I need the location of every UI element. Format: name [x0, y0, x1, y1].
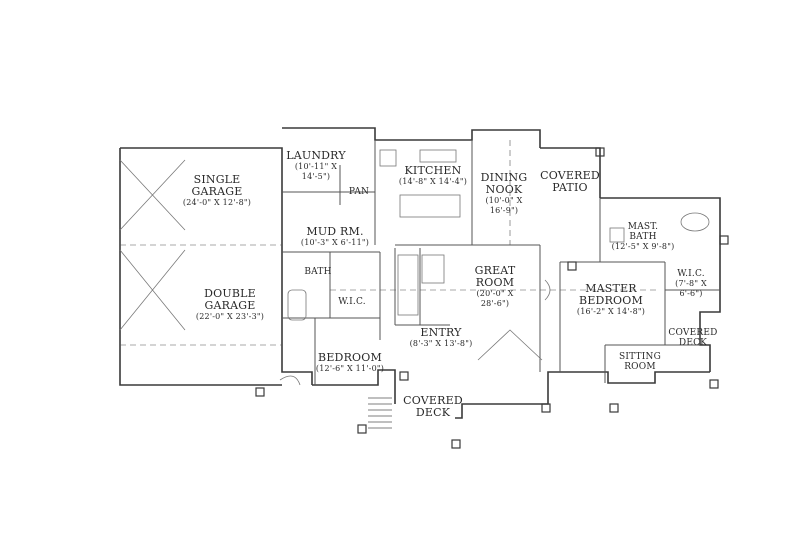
master-bath-label: MAST. BATH (12'-5" X 9'-8") [611, 222, 675, 251]
covered-deck-side-label: COVERED DECK [668, 328, 718, 348]
bedroom-label: BEDROOM (12'-6" X 11'-0") [315, 351, 385, 374]
covered-deck-front-label: COVERED DECK [403, 394, 463, 419]
sitting-room-label: SITTING ROOM [619, 352, 661, 372]
great-room-label: GREAT ROOM (20'-0" X 28'-6") [474, 264, 516, 309]
kitchen-label: KITCHEN (14'-8" X 14'-4") [398, 164, 468, 187]
master-bedroom-label: MASTER BEDROOM (16'-2" X 14'-8") [576, 282, 646, 317]
single-garage-label: SINGLE GARAGE (24'-0" X 12'-8") [182, 173, 252, 208]
fixtures [119, 149, 710, 386]
master-wic-label: W.I.C. (7'-8" X 6'-6") [675, 269, 707, 298]
dining-nook-label: DINING NOOK (10'-0" X 16'-9") [480, 171, 528, 216]
entry-label: ENTRY (8'-3" X 13'-8") [409, 326, 473, 349]
mud-room-label: MUD RM. (10'-3" X 6'-11") [300, 225, 370, 248]
laundry-label: LAUNDRY (10'-11" X 14'-5") [286, 149, 346, 182]
pantry-label: PAN [348, 187, 370, 197]
dashed-lines [120, 140, 660, 346]
bath-label: BATH [304, 267, 332, 277]
double-garage-label: DOUBLE GARAGE (22'-0" X 23'-3") [195, 287, 265, 322]
wic-label: W.I.C. [338, 297, 366, 307]
front-steps [368, 397, 392, 429]
covered-patio-label: COVERED PATIO [540, 169, 600, 194]
posts [255, 147, 729, 449]
interior-walls [282, 140, 720, 385]
